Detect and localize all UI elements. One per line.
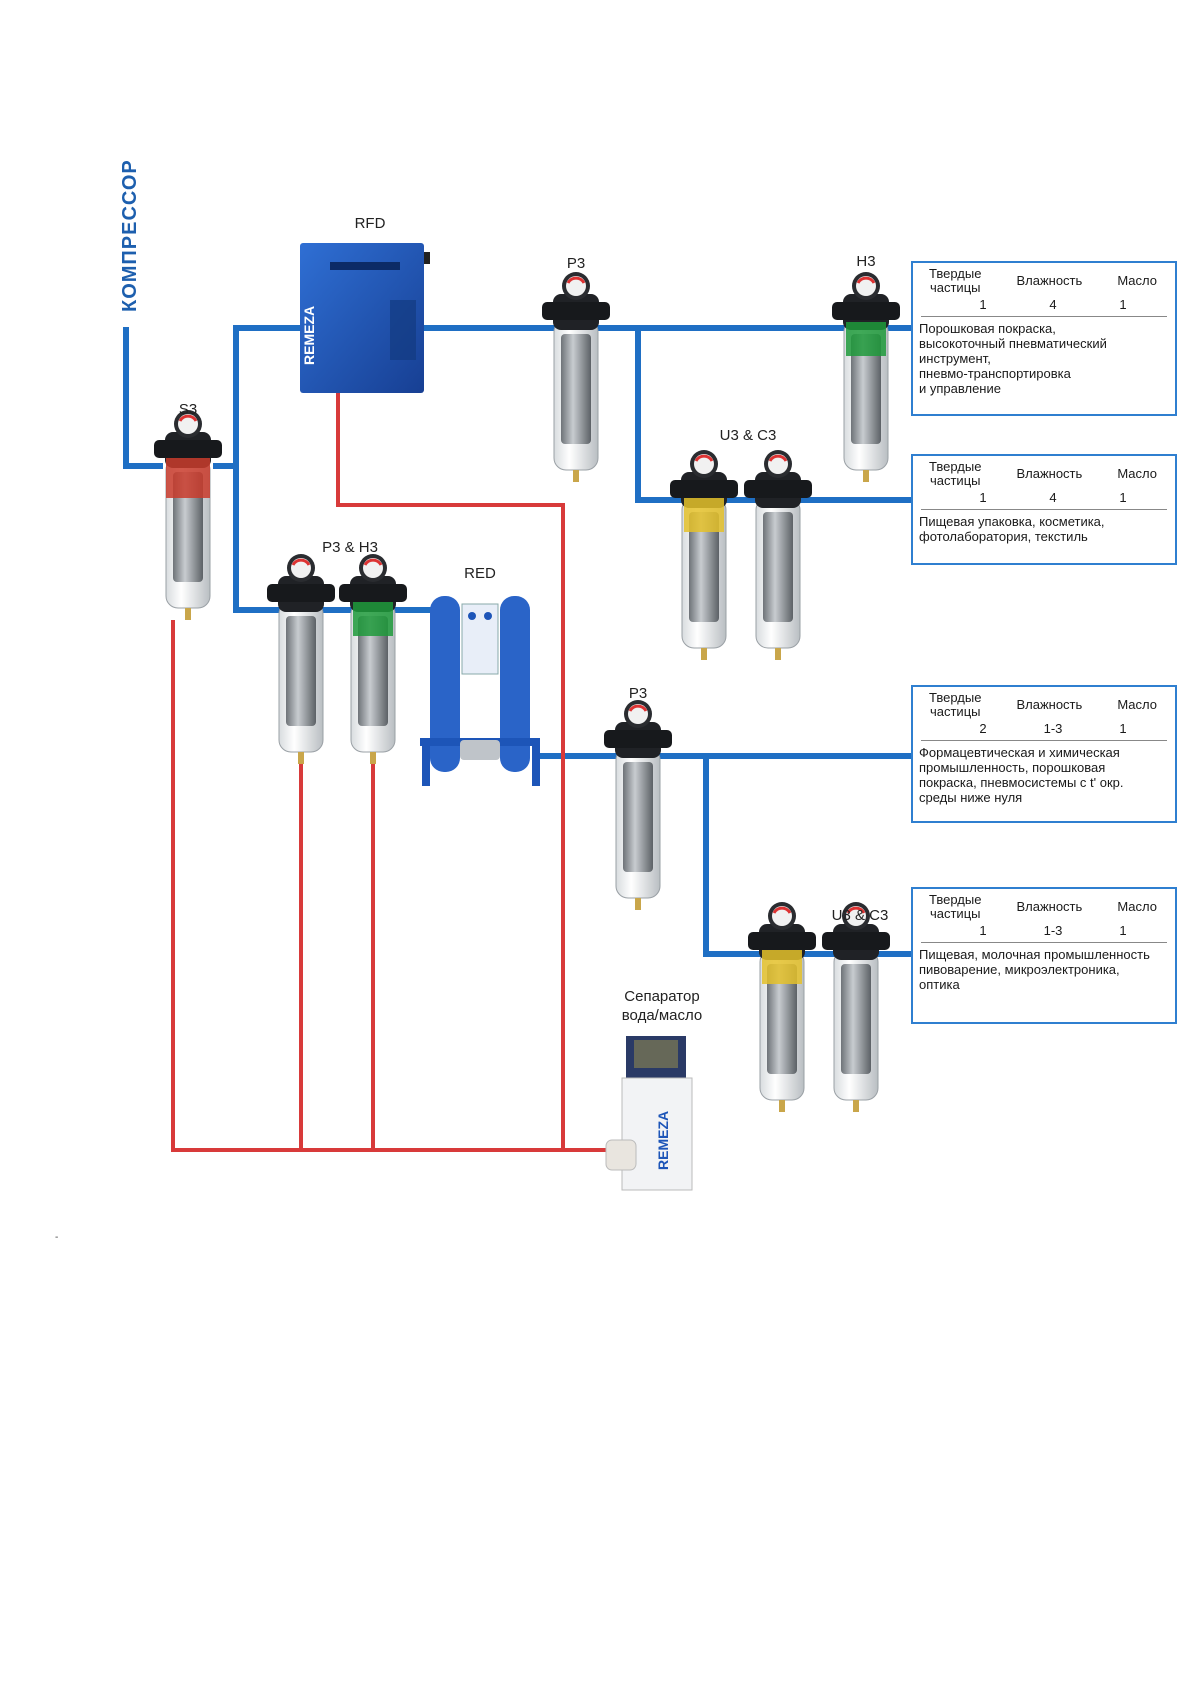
header-solids-line1: Твердые xyxy=(929,266,982,281)
header-moisture: Влажность xyxy=(1016,899,1083,914)
value-oil: 1 xyxy=(1119,721,1127,736)
h3-top-label: H3 xyxy=(856,253,875,270)
h3-pair-filter xyxy=(337,552,409,766)
s3-label: S3 xyxy=(179,401,197,418)
rfd-brand: REMEZA xyxy=(301,306,317,365)
value-oil: 1 xyxy=(1119,297,1127,312)
separator-label-line2: вода/масло xyxy=(622,1007,703,1024)
info-box-4: Твердые частицы Влажность Масло 1 1-3 1 … xyxy=(911,887,1177,1024)
description: Формацевтическая и химическая промышленн… xyxy=(913,741,1175,805)
separator-brand: REMEZA xyxy=(655,1111,671,1170)
header-solids-line2: частицы xyxy=(929,280,981,295)
p3h3-label: P3 & H3 xyxy=(322,539,378,556)
header-solids: Твердые частицы xyxy=(929,267,981,295)
rfd-label: RFD xyxy=(355,215,386,232)
water-oil-separator: REMEZA xyxy=(605,1036,693,1191)
value-solids: 1 xyxy=(979,490,987,505)
separator-label-line1: Сепаратор xyxy=(624,988,699,1005)
header-solids-line2: частицы xyxy=(929,906,981,921)
description-line: покраска, пневмосистемы с t' окр. xyxy=(919,775,1124,790)
divider xyxy=(921,509,1167,510)
air-line-bottom-branch xyxy=(703,753,913,957)
air-line-top-branch xyxy=(635,325,913,503)
value-moisture: 1-3 xyxy=(1043,721,1063,736)
value-moisture: 1-3 xyxy=(1043,923,1063,938)
value-oil: 1 xyxy=(1119,923,1127,938)
info-box-2: Твердые частицы Влажность Масло 1 4 1 Пи… xyxy=(911,454,1177,565)
description-line: и управление xyxy=(919,381,1001,396)
u3-bottom-color-band xyxy=(762,950,802,984)
p3-mid-filter xyxy=(602,698,674,912)
description-line: Формацевтическая и химическая xyxy=(919,745,1120,760)
red-dryer xyxy=(420,596,540,786)
u3c3-top-label: U3 & C3 xyxy=(720,427,777,444)
description: Порошковая покраска, высокоточный пневма… xyxy=(913,317,1175,396)
header-moisture: Влажность xyxy=(1016,273,1083,288)
divider xyxy=(921,942,1167,943)
header-solids-line2: частицы xyxy=(929,473,981,488)
description-line: пневмо-транспортировка xyxy=(919,366,1071,381)
h3-pair-color-band xyxy=(353,602,393,636)
value-solids: 1 xyxy=(979,297,987,312)
info-box-1: Твердые частицы Влажность Масло 1 4 1 По… xyxy=(911,261,1177,416)
divider xyxy=(921,740,1167,741)
description: Пищевая упаковка, косметика, фотолаборат… xyxy=(913,510,1175,544)
value-moisture: 4 xyxy=(1049,490,1057,505)
header-solids: Твердые частицы xyxy=(929,691,981,719)
value-oil: 1 xyxy=(1119,490,1127,505)
description-line: среды ниже нуля xyxy=(919,790,1023,805)
u3-bottom-filter xyxy=(746,900,818,1114)
c3-top-filter xyxy=(742,448,814,662)
description-line: промышленность, порошковая xyxy=(919,760,1106,775)
p3-pair-filter xyxy=(265,552,337,766)
header-solids-line2: частицы xyxy=(929,704,981,719)
header-oil: Масло xyxy=(1117,273,1157,288)
description-line: инструмент, xyxy=(919,351,991,366)
s3-filter xyxy=(152,408,224,622)
air-line-compressor xyxy=(123,327,163,469)
description-line: пивоварение, микроэлектроника, xyxy=(919,962,1120,977)
description-line: Пищевая упаковка, косметика, xyxy=(919,514,1105,529)
description-line: фотолаборатория, текстиль xyxy=(919,529,1088,544)
header-solids-line1: Твердые xyxy=(929,892,982,907)
u3-top-color-band xyxy=(684,498,724,532)
header-solids: Твердые частицы xyxy=(929,460,981,488)
header-moisture: Влажность xyxy=(1016,697,1083,712)
description-line: Порошковая покраска, xyxy=(919,321,1056,336)
header-solids-line1: Твердые xyxy=(929,690,982,705)
footer-mark: - xyxy=(55,1232,59,1243)
p3-mid-label: P3 xyxy=(629,685,647,702)
header-solids: Твердые частицы xyxy=(929,893,981,921)
red-label: RED xyxy=(464,565,496,582)
c3-bottom-filter xyxy=(820,900,892,1114)
compressor-label: КОМПРЕССОР xyxy=(119,159,141,312)
description-line: Пищевая, молочная промышленность xyxy=(919,947,1150,962)
description-line: оптика xyxy=(919,977,960,992)
p3-top-filter xyxy=(540,270,612,484)
header-oil: Масло xyxy=(1117,697,1157,712)
s3-color-band xyxy=(166,458,210,498)
description: Пищевая, молочная промышленность пивовар… xyxy=(913,943,1175,992)
header-oil: Масло xyxy=(1117,899,1157,914)
value-moisture: 4 xyxy=(1049,297,1057,312)
divider xyxy=(921,316,1167,317)
h3-color-band xyxy=(846,322,886,356)
drain-line-rfd xyxy=(336,390,565,1148)
rfd-dryer: REMEZA xyxy=(300,243,430,393)
header-solids-line1: Твердые xyxy=(929,459,982,474)
header-oil: Масло xyxy=(1117,466,1157,481)
drain-lines xyxy=(171,390,610,1152)
value-solids: 2 xyxy=(979,721,987,736)
drain-line-main xyxy=(171,620,610,1152)
description-line: высокоточный пневматический xyxy=(919,336,1107,351)
value-solids: 1 xyxy=(979,923,987,938)
u3c3-bottom-label: U3 & C3 xyxy=(832,907,889,924)
header-moisture: Влажность xyxy=(1016,466,1083,481)
u3-top-filter xyxy=(668,448,740,662)
info-box-3: Твердые частицы Влажность Масло 2 1-3 1 … xyxy=(911,685,1177,823)
h3-top-filter xyxy=(830,270,902,484)
p3-top-label: P3 xyxy=(567,255,585,272)
